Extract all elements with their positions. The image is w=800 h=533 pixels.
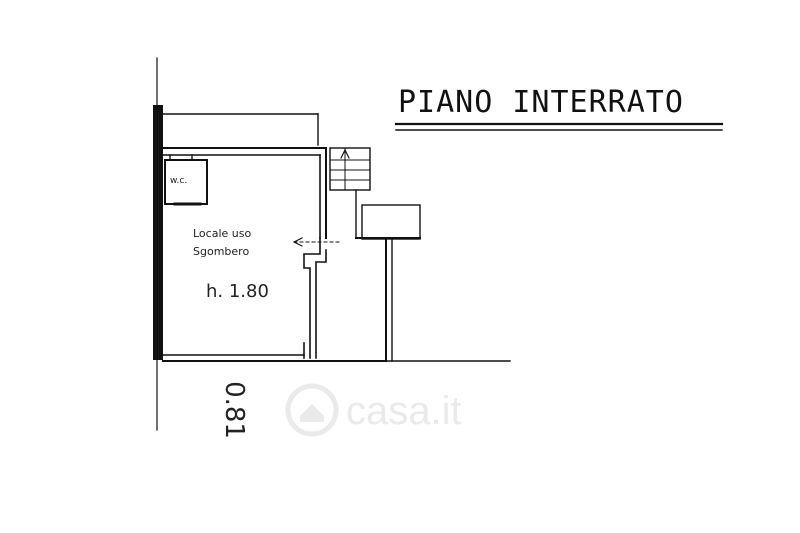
room-height-label: h. 1.80 bbox=[206, 281, 269, 302]
watermark-text: casa.it bbox=[346, 389, 462, 433]
watermark: casa.it bbox=[285, 383, 462, 437]
wc-label: w.c. bbox=[170, 176, 187, 186]
plan-title: PIANO INTERRATO bbox=[398, 85, 684, 120]
stairs bbox=[329, 147, 371, 191]
door-arrow-icon bbox=[293, 237, 341, 247]
top-outer-wall bbox=[162, 113, 319, 146]
house-shape-icon bbox=[300, 404, 324, 422]
main-room-walls bbox=[162, 147, 387, 362]
room-name-label: Sgombero bbox=[193, 245, 249, 258]
light-well bbox=[355, 204, 421, 240]
left-wall bbox=[153, 57, 163, 431]
wc-room bbox=[164, 154, 208, 206]
corridor-walls bbox=[355, 189, 511, 362]
dimension-label: 0.81 bbox=[219, 381, 249, 439]
title-underline bbox=[394, 122, 724, 131]
stairs-arrow-icon bbox=[340, 149, 350, 159]
room-use-label: Locale uso bbox=[193, 227, 251, 240]
house-logo-icon bbox=[285, 383, 339, 437]
